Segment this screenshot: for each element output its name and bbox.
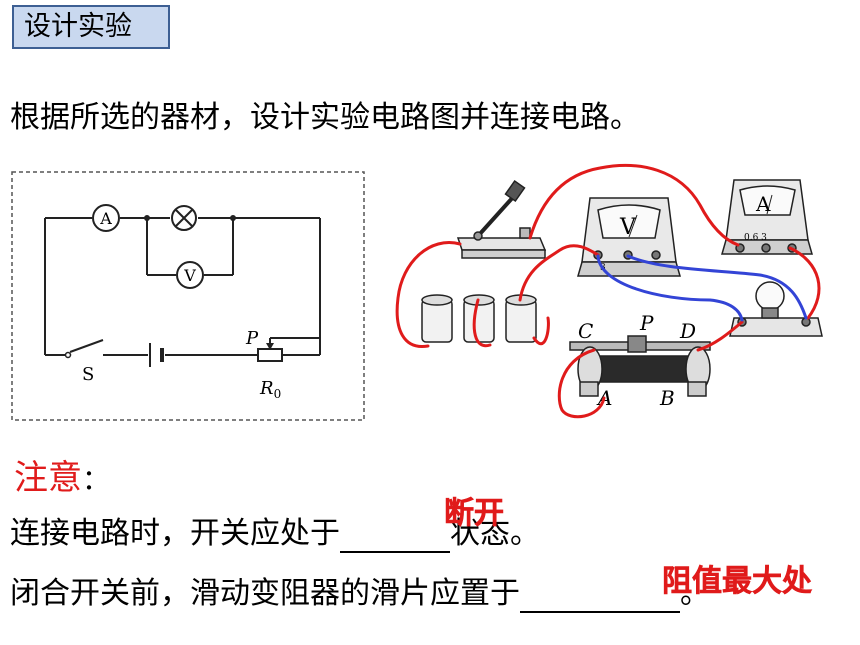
junction-dot: [230, 215, 236, 221]
note-2-after: 。: [680, 576, 710, 611]
apparatus-photo: [421, 179, 823, 397]
rheostat-label-P: P: [639, 311, 654, 335]
voltmeter-symbol-label: V: [183, 266, 196, 285]
section-tag: 设计实验: [12, 5, 170, 49]
ammeter-terminal-label: 0.6 3: [744, 233, 767, 243]
ammeter-symbol: [92, 204, 120, 232]
rheostat-label-C: C: [578, 319, 593, 343]
ammeter-symbol-label: A: [99, 209, 112, 228]
notes-heading-text: 注意: [14, 458, 82, 498]
device-label-voltmeter: V: [619, 215, 637, 240]
notes-heading-colon: ：: [82, 463, 111, 496]
switch-pivot: [64, 351, 72, 359]
rheostat-label-D: D: [679, 319, 696, 343]
junction-dot: [144, 215, 150, 221]
lamp-device: [729, 281, 823, 337]
ammeter-device: [721, 179, 813, 255]
note-1-before: 连接电路时，开关应处于: [10, 516, 340, 551]
answer-1: 断开: [444, 496, 505, 532]
note-1-after: 状态。: [450, 516, 540, 551]
slider-arrow: [266, 343, 274, 350]
rheostat-symbol: [257, 348, 283, 362]
schematic-frame: [11, 171, 365, 421]
rheostat-label: R0: [259, 378, 281, 401]
switch-label: S: [82, 364, 94, 385]
voltmeter-symbol: [176, 261, 204, 289]
note-1-blank: [340, 516, 450, 553]
notes-heading: 注意：: [14, 450, 110, 499]
note-line-2: 闭合开关前，滑动变阻器的滑片应置于 。: [10, 568, 710, 613]
note-2-blank: [520, 576, 680, 613]
slider-label: P: [245, 328, 259, 349]
knife-switch: [456, 179, 547, 259]
red-wires: [395, 163, 821, 419]
note-2-before: 闭合开关前，滑动变阻器的滑片应置于: [10, 576, 520, 611]
rheostat-device: [569, 335, 711, 397]
device-label-ammeter: A: [755, 192, 771, 216]
rheostat-label-B: B: [659, 386, 675, 410]
answer-2: 阻值最大处: [662, 564, 813, 600]
blue-wires: [596, 254, 808, 322]
instruction-text: 根据所选的器材，设计实验电路图并连接电路。: [10, 100, 640, 135]
note-line-1: 连接电路时，开关应处于 状态。: [10, 508, 540, 553]
